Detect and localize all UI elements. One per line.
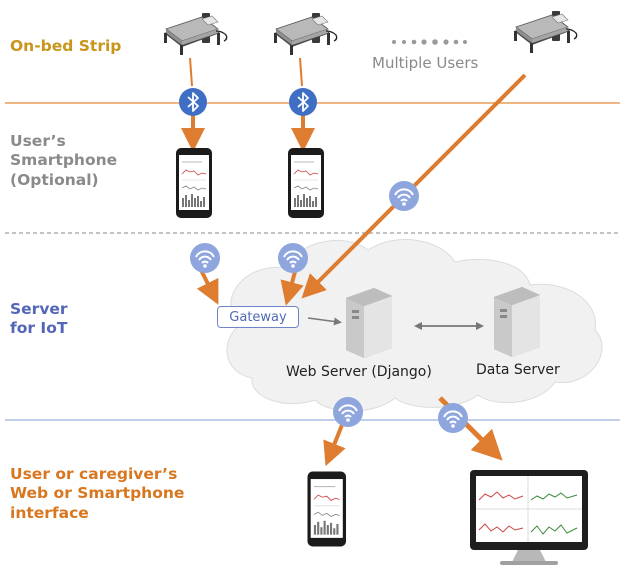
bluetooth-icon bbox=[288, 87, 318, 117]
multiple-users-label: Multiple Users bbox=[372, 54, 479, 72]
bed-icon bbox=[513, 10, 578, 54]
tier-label-server: Server for IoT bbox=[10, 300, 68, 339]
ellipsis-dots bbox=[392, 39, 467, 45]
tier-label-line: Web or Smartphone bbox=[10, 484, 185, 503]
tier-label-interface: User or caregiver’s Web or Smartphone in… bbox=[10, 465, 184, 523]
tier-label-smartphone: User’s Smartphone (Optional) bbox=[10, 132, 117, 190]
tier-label-line: (Optional) bbox=[10, 170, 99, 189]
tier-label-line: User’s bbox=[10, 132, 66, 150]
smartphone-icon bbox=[175, 147, 213, 219]
tier-label-on-bed: On-bed Strip bbox=[10, 37, 121, 56]
wifi-icon bbox=[332, 396, 364, 428]
smartphone-icon bbox=[306, 471, 347, 547]
tier-label-line: Server bbox=[10, 300, 68, 318]
tier-label-line: for IoT bbox=[10, 319, 68, 338]
bed-icon bbox=[163, 12, 228, 56]
tier-label-line: interface bbox=[10, 503, 89, 522]
wifi-icon bbox=[388, 180, 420, 212]
data-server-icon bbox=[494, 287, 540, 357]
tier-label-line: Smartphone bbox=[10, 151, 118, 170]
smartphone-icon bbox=[287, 147, 325, 219]
web-server-label: Web Server (Django) bbox=[286, 364, 432, 380]
bed-icon bbox=[273, 12, 338, 56]
web-server-icon bbox=[346, 288, 392, 358]
tier-label-text: On-bed Strip bbox=[10, 37, 122, 55]
monitor-icon bbox=[470, 470, 588, 565]
bluetooth-icon bbox=[178, 87, 208, 117]
wifi-icon bbox=[277, 242, 309, 274]
gateway-box: Gateway bbox=[217, 306, 299, 328]
data-server-label: Data Server bbox=[476, 362, 560, 378]
tier-label-line: User or caregiver’s bbox=[10, 465, 178, 483]
wifi-icon bbox=[437, 402, 469, 434]
server-links bbox=[307, 317, 484, 330]
wifi-icon bbox=[189, 242, 221, 274]
